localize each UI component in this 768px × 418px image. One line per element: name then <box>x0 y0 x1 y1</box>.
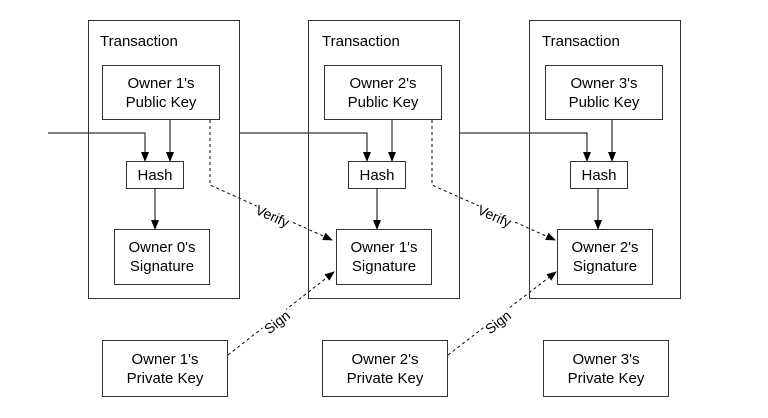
transaction-1-signature-line1: Owner 0's <box>128 239 196 256</box>
transaction-2-signature-line2: Signature <box>351 258 417 275</box>
transaction-2-frame <box>308 20 460 299</box>
transaction-1-title: Transaction <box>100 33 178 50</box>
transaction-1-signature-line2: Signature <box>129 258 195 275</box>
transaction-1-hash: Hash <box>126 161 184 189</box>
private-key-owner-1-line2: Private Key <box>126 369 204 387</box>
private-key-owner-2-line1: Owner 2's <box>351 350 419 368</box>
private-key-owner-3-line2: Private Key <box>567 369 645 387</box>
transaction-2-hash: Hash <box>348 161 406 189</box>
transaction-3-public-key-line2: Public Key <box>568 93 640 111</box>
chain-link-tx2-tx3 <box>460 132 591 162</box>
chain-link-incoming <box>48 132 149 162</box>
transaction-2-public-key-line1: Owner 2's <box>349 74 417 92</box>
transaction-3-signature-line2: Signature <box>572 258 638 275</box>
chain-link-tx1-tx2 <box>240 132 371 162</box>
transaction-1-public-key-line1: Owner 1's <box>127 74 195 92</box>
private-key-owner-3-line1: Owner 3's <box>572 350 640 368</box>
transaction-1-public-key-line2: Public Key <box>125 93 197 111</box>
transaction-2-public-key-line2: Public Key <box>347 93 419 111</box>
transaction-3-signature-line1: Owner 2's <box>571 239 639 256</box>
transaction-3-public-key-line1: Owner 3's <box>570 74 638 92</box>
transaction-2-signature-line1: Owner 1's <box>350 239 418 256</box>
transaction-3-title: Transaction <box>542 33 620 50</box>
transaction-1-frame <box>88 20 240 299</box>
private-key-owner-2-line2: Private Key <box>346 369 424 387</box>
transaction-3-hash: Hash <box>570 161 628 189</box>
private-key-owner-1-line1: Owner 1's <box>131 350 199 368</box>
transaction-2-title: Transaction <box>322 33 400 50</box>
transaction-3-frame <box>529 20 681 299</box>
